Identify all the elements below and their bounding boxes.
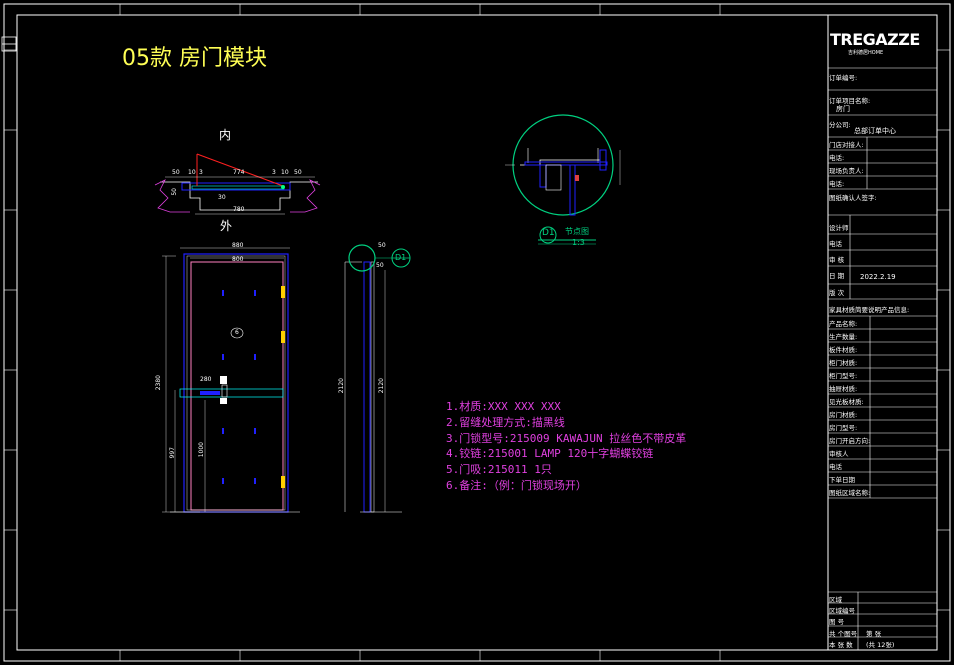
elev-width-dim: 880 [232,242,244,249]
detail-view [505,114,621,245]
company-logo-sub: 吉利德居HOME [848,50,884,56]
title-block-label: 家具材质简要说明产品信息: [829,306,910,314]
title-block-label: 房门型号: [829,424,858,432]
title-block-bottom-label: 本 张 数 [829,641,853,649]
elev-lower-dim: 1000 [198,442,205,458]
title-block-label: 审核人 [829,450,849,458]
side-height-dim2: 2120 [378,378,385,394]
title-block-bottom-label: 区域编号 [829,607,855,615]
title-block-label: 柜门材质: [829,359,858,367]
side-height-dim: 2120 [338,378,345,394]
title-block-label: 柜门型号: [829,372,858,380]
plan-dim: 50 [172,169,180,176]
title-block-label: 分公司: [829,121,851,129]
plan-inside-label: 内 [219,128,232,142]
detail-tag: D1 [542,228,555,238]
plan-dim: 3 [199,169,203,176]
title-block-label: 下单日期 [829,476,855,484]
side-detail-tag: D1 [395,253,407,262]
note-item: 4.铰链:215001 LAMP 120十字蝴蝶铰链 [446,447,654,461]
plan-dim: 3 [272,169,276,176]
title-block-label: 设计师 [829,224,849,232]
border-ticks [4,4,950,661]
notes-list: 1.材质:XXX XXX XXX 2.留缝处理方式:描黑线 3.门锁型号:215… [446,399,686,494]
title-block-label: 房门材质: [829,411,858,419]
elev-panel-dim: 800 [232,256,244,263]
note-item: 1.材质:XXX XXX XXX [446,400,561,413]
note-item: 2.留缝处理方式:描黑线 [446,415,565,429]
title-block-label: 门店对接人: [829,141,864,149]
title-block-bottom-label: 图 号 [829,618,845,626]
title-block-frame [827,14,938,651]
title-block-label: 审 核 [829,256,845,264]
plan-dim: 780 [233,206,245,213]
title-block-label: 订单项目名称: [829,97,871,105]
plan-dim: 50 [294,169,302,176]
title-block-label: 生产数量: [829,333,858,341]
note-item: 3.门锁型号:215009 KAWAJUN 拉丝色不带皮革 [446,431,687,445]
title-block-label: 电话 [829,240,842,248]
side-top-dim: 50 [378,242,386,249]
title-block-bottom-value: 第 张 [866,630,882,638]
title-block-value: 2022.2.19 [860,273,896,281]
plan-outside-label: 外 [220,219,233,233]
title-block-value: 总部订单中心 [854,127,896,135]
door-elevation [162,247,300,513]
elev-handle-dim: 280 [200,376,212,383]
title-block-bottom-label: 区域 [829,596,842,604]
title-block-label: 现场负责人: [829,167,864,175]
title-block-label: 板件材质: [829,346,858,354]
plan-dim: 50 [171,188,178,196]
side-w-dim: 50 [376,262,384,269]
outer-border [3,3,951,662]
elev-marker: 6 [235,329,239,336]
title-block-label: 抽屉材质: [829,385,858,393]
title-block-bottom-value: (共 12张) [866,641,895,649]
detail-name: 节点图 [565,227,589,236]
plan-dim: 774 [233,169,245,176]
title-block-label: 订单编号: [829,74,858,82]
title-block-bottom-label: 共 个图号 [829,630,858,638]
title-block-label: 电话: [829,154,845,162]
title-block-label: 图纸确认人签字: [829,194,877,202]
company-logo: TREGAZZE [830,30,920,49]
note-item: 6.备注:（例：门锁现场开） [446,478,587,492]
plan-dim: 30 [218,194,226,201]
title-block-grid [828,67,937,650]
plan-dim: 10 [281,169,289,176]
title-block-label: 电话: [829,180,845,188]
side-section [344,244,411,513]
elev-height-dim: 2380 [155,375,162,391]
elev-bottom-dim: 997 [169,447,176,459]
note-item: 5.门吸:215011 1只 [446,463,552,477]
inner-border [16,14,938,651]
title-block-label: 电话 [829,463,842,471]
title-block-label: 见光板材质: [829,398,864,406]
title-block-label: 图纸区域名称: [829,489,871,497]
plan-view [154,153,321,215]
title-block-value: 房门 [836,105,850,113]
detail-scale: 1:3 [572,238,585,247]
title-block-label: 版 次 [829,289,845,297]
title-block-label: 产品名称: [829,320,858,328]
title-block-label: 房门开启方向: [829,437,871,445]
drawing-title: 05款 房门模块 [122,46,267,71]
title-block-label: 日 期 [829,272,845,280]
plan-dim: 10 [188,169,196,176]
